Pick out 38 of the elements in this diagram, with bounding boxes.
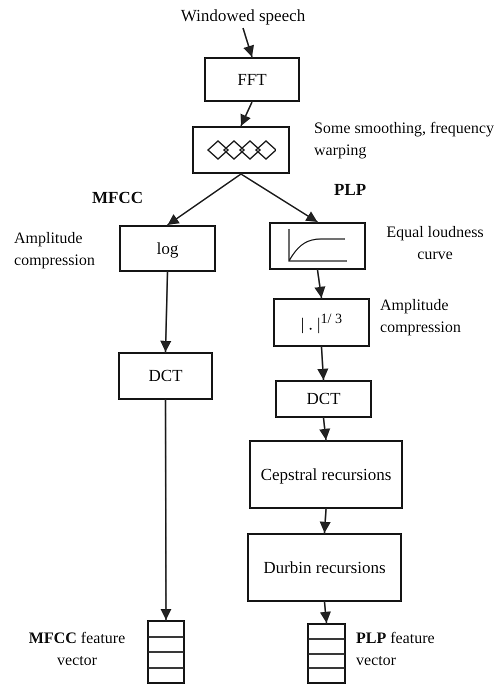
arrow [319,418,330,440]
box-label: log [156,238,178,260]
annotation: MFCC feature vector [28,629,126,671]
process-box [119,225,216,272]
box-label: FFT [237,68,267,90]
box-label: | . |$^{1/ 3}$ [300,310,342,334]
box-label: Cepstral recursions [260,464,392,486]
input-label: Windowed speech [180,5,306,27]
process-box [247,533,402,602]
branch-heading: PLP [334,180,366,200]
arrow [160,272,172,352]
arrow [160,400,172,620]
arrow [314,270,326,298]
box-label: DCT [148,365,182,387]
box-label: DCT [306,388,340,410]
process-box [118,352,213,400]
arrow [167,173,242,226]
arrow [317,346,328,380]
annotation: Equal loudness curve [385,223,485,265]
feature-vector [147,620,185,684]
arrow [320,602,332,624]
arrow [242,28,254,58]
annotation: Some smoothing, frequency warping [314,119,494,161]
process-box [273,298,370,347]
annotation: Amplitude compression [14,229,96,271]
annotation: PLP feature vector [356,629,436,671]
arrow [240,173,318,223]
process-box [249,440,403,509]
branch-heading: MFCC [92,188,143,208]
process-box [269,222,366,270]
process-box [275,380,372,418]
feature-vector [307,623,346,684]
arrow [320,508,331,534]
box-label: Durbin recursions [263,556,386,578]
annotation: Amplitude compression [380,296,462,338]
process-box [204,57,300,102]
process-box [192,126,290,174]
arrow [240,102,253,126]
